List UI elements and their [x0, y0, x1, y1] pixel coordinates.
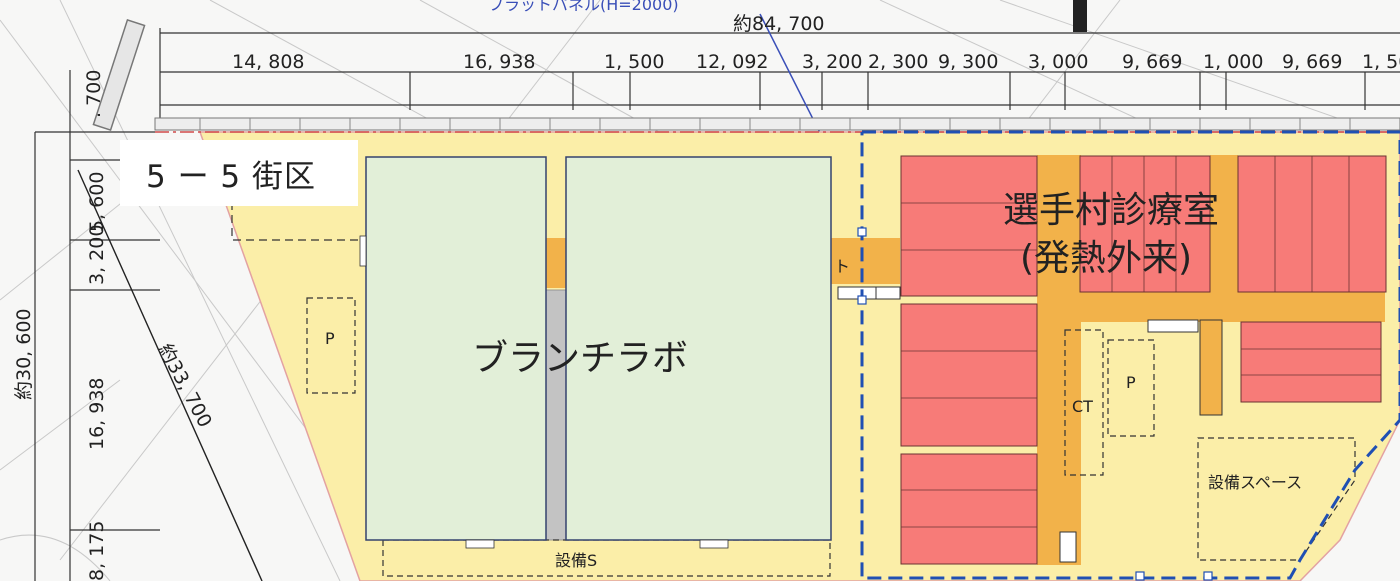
- bench-element: [1199, 319, 1223, 416]
- left-overall-dim: 約30, 600: [13, 308, 35, 400]
- diagonal-dimension-line: [77, 169, 263, 581]
- top-dimension-lines: [159, 28, 1400, 130]
- connector-corridor: [546, 238, 566, 288]
- bench-element: [1147, 319, 1199, 333]
- clinic-label-line2: (発熱外来): [1020, 238, 1192, 279]
- segment-label: 1, 500: [604, 51, 664, 73]
- clinic-label-line1: 選手村診療室: [1003, 190, 1219, 231]
- ct-label: CT: [1072, 397, 1093, 416]
- lab-door: [699, 539, 729, 549]
- connector-strip: [545, 289, 567, 541]
- parking-right: [1107, 339, 1155, 437]
- lab-door: [359, 235, 367, 267]
- fence-rail: [154, 117, 1400, 131]
- hatched-wall: [92, 18, 146, 132]
- segment-label: 1, 50: [1362, 51, 1400, 73]
- clinic-room-partitions: [901, 156, 1381, 528]
- segment-label: 2, 300: [868, 51, 928, 73]
- bench-element: [1059, 531, 1077, 563]
- segment-label: 1, 000: [1203, 51, 1263, 73]
- corridor-left: [830, 238, 900, 284]
- panel-note: フラットパネル(H=2000): [488, 0, 679, 14]
- branch-lab-block-left: [365, 156, 547, 541]
- corridor-right-vertical: [1210, 155, 1238, 315]
- equipment-s-label: 設備S: [555, 551, 597, 570]
- left-dim-b: 3, 200: [86, 225, 108, 285]
- clinic-room: [900, 303, 1038, 447]
- fence-posts: [199, 118, 1351, 130]
- corridor-main-vertical: [1037, 155, 1081, 565]
- gate-fragment-label: ト: [834, 257, 850, 276]
- left-dim-c: 16, 938: [86, 377, 108, 450]
- segment-label: 14, 808: [232, 51, 305, 73]
- clinic-rooms: [900, 155, 1387, 565]
- segment-label: 16, 938: [463, 51, 536, 73]
- overall-length-label: 約84, 700: [733, 13, 825, 35]
- parking-left: [306, 297, 356, 394]
- segment-labels: 14, 808 16, 938 1, 500 12, 092 3, 200 2,…: [232, 51, 1400, 73]
- boundary-markers: [857, 227, 1213, 581]
- bench-element: [875, 286, 901, 300]
- equipment-space-area: [1197, 437, 1356, 561]
- segment-label: 12, 092: [696, 51, 769, 73]
- ct-area: [1064, 329, 1104, 476]
- equipment-space-label: 設備スペース: [1208, 473, 1302, 492]
- diagonal-dim: 約33, 700: [154, 340, 216, 431]
- segment-label: 9, 300: [938, 51, 998, 73]
- segment-label: 3, 200: [802, 51, 862, 73]
- branch-lab-block-right: [565, 156, 832, 541]
- clinic-room: [1240, 321, 1382, 403]
- clinic-room: [1079, 155, 1211, 293]
- parking-right-label: P: [1126, 373, 1136, 392]
- pole-marker: [1073, 0, 1087, 32]
- left-dimension-lines: [34, 70, 160, 581]
- segment-label: 3, 000: [1028, 51, 1088, 73]
- left-dim-a: 5, 600: [86, 172, 108, 232]
- branch-lab-label: ブランチラボ: [472, 338, 688, 379]
- left-top-dim: . 700: [83, 70, 105, 118]
- clinic-room: [900, 453, 1038, 565]
- lab-door: [465, 539, 495, 549]
- block-title: 5 ー 5 街区: [120, 140, 358, 206]
- segment-label: 9, 669: [1282, 51, 1342, 73]
- segment-label: 9, 669: [1122, 51, 1182, 73]
- parking-left-label: P: [325, 329, 335, 348]
- clinic-room: [900, 155, 1038, 297]
- left-dim-d: 8, 175: [86, 521, 108, 581]
- clinic-lot-boundary: [860, 130, 1400, 580]
